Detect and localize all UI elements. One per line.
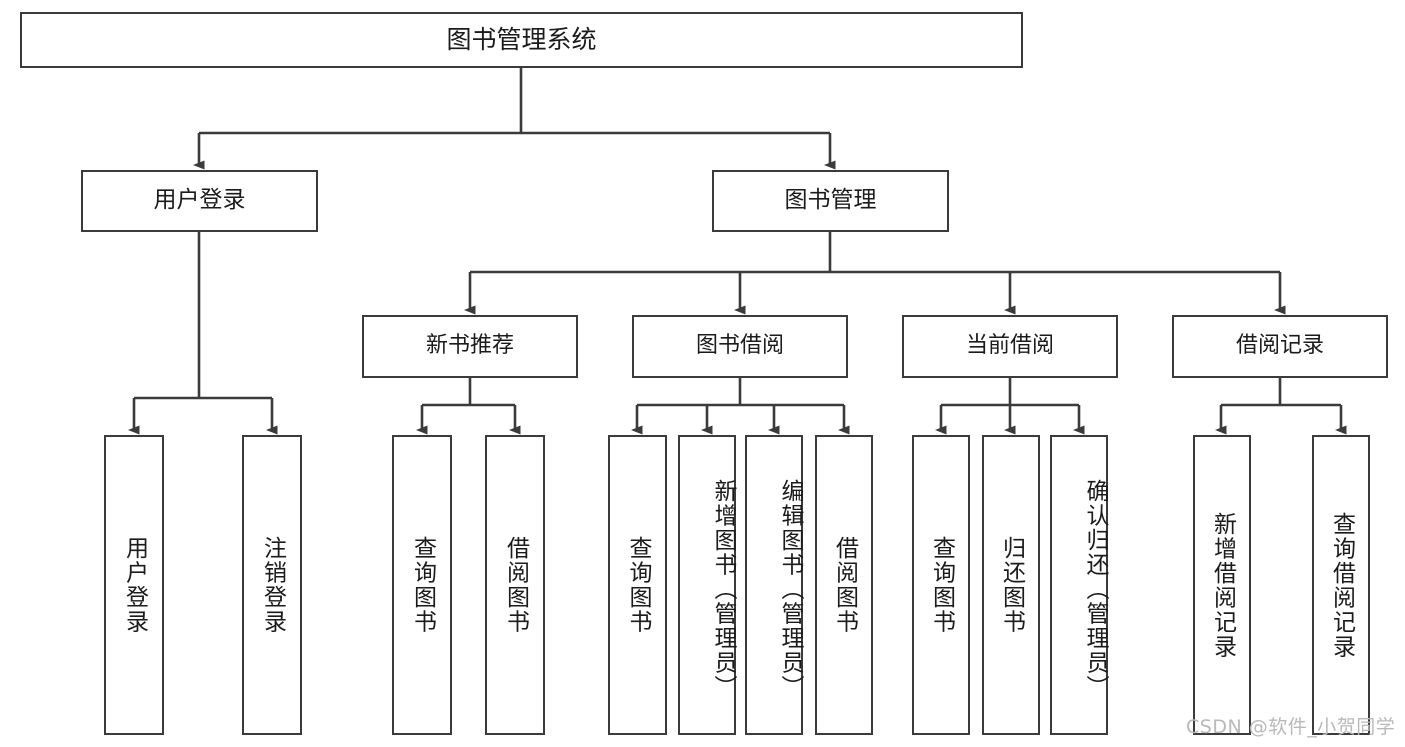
leaf-borrow-record-add-record[interactable]: 新增借阅记录 bbox=[1193, 435, 1251, 735]
node-label: 查询图书 bbox=[625, 536, 651, 634]
node-label: 借阅图书 bbox=[831, 536, 858, 634]
leaf-current-borrow-query-book[interactable]: 查询图书 bbox=[912, 435, 970, 735]
leaf-book-borrow-edit-book-admin[interactable]: 编辑图书（管理员） bbox=[745, 435, 803, 735]
node-label: 归还图书 bbox=[998, 536, 1025, 634]
node-label: 新增借阅记录 bbox=[1209, 511, 1236, 659]
leaf-current-borrow-confirm-return-admin[interactable]: 确认归还（管理员） bbox=[1050, 435, 1108, 735]
node-label: 借阅记录 bbox=[1235, 333, 1324, 359]
node-label: 图书管理 bbox=[784, 187, 877, 214]
leaf-book-borrow-borrow-book[interactable]: 借阅图书 bbox=[815, 435, 873, 735]
node-label: 确认归还（管理员） bbox=[1082, 478, 1108, 700]
node-book-borrow[interactable]: 图书借阅 bbox=[632, 315, 848, 378]
node-label: 图书借阅 bbox=[695, 333, 784, 359]
node-root-book-management-system[interactable]: 图书管理系统 bbox=[20, 12, 1023, 68]
node-label: 借阅图书 bbox=[502, 536, 529, 634]
node-label: 查询图书 bbox=[409, 536, 436, 634]
node-book-management[interactable]: 图书管理 bbox=[712, 170, 949, 232]
leaf-current-borrow-return-book[interactable]: 归还图书 bbox=[982, 435, 1040, 735]
node-label: 编辑图书（管理员） bbox=[777, 478, 803, 700]
leaf-new-book-query-book[interactable]: 查询图书 bbox=[392, 435, 452, 735]
node-new-book-recommend[interactable]: 新书推荐 bbox=[362, 315, 578, 378]
node-current-borrow[interactable]: 当前借阅 bbox=[902, 315, 1118, 378]
leaf-user-login-login[interactable]: 用户登录 bbox=[104, 435, 164, 735]
node-user-login[interactable]: 用户登录 bbox=[81, 170, 318, 232]
node-label: 注销登录 bbox=[259, 536, 286, 634]
node-label: 查询图书 bbox=[928, 536, 955, 634]
leaf-new-book-borrow-book[interactable]: 借阅图书 bbox=[485, 435, 545, 735]
csdn-watermark: CSDN @软件_小贺同学 bbox=[1186, 716, 1396, 738]
node-label: 用户登录 bbox=[121, 536, 148, 634]
node-label: 用户登录 bbox=[153, 187, 246, 214]
node-label: 新书推荐 bbox=[425, 333, 514, 359]
node-label: 图书管理系统 bbox=[446, 25, 597, 54]
leaf-book-borrow-add-book-admin[interactable]: 新增图书（管理员） bbox=[678, 435, 736, 735]
node-label: 当前借阅 bbox=[965, 333, 1054, 359]
leaf-book-borrow-query-book[interactable]: 查询图书 bbox=[608, 435, 667, 735]
node-label: 查询借阅记录 bbox=[1328, 511, 1355, 659]
leaf-user-login-logout[interactable]: 注销登录 bbox=[242, 435, 302, 735]
node-label: 新增图书（管理员） bbox=[710, 478, 736, 700]
node-borrow-record[interactable]: 借阅记录 bbox=[1172, 315, 1388, 378]
leaf-borrow-record-query-record[interactable]: 查询借阅记录 bbox=[1312, 435, 1370, 735]
